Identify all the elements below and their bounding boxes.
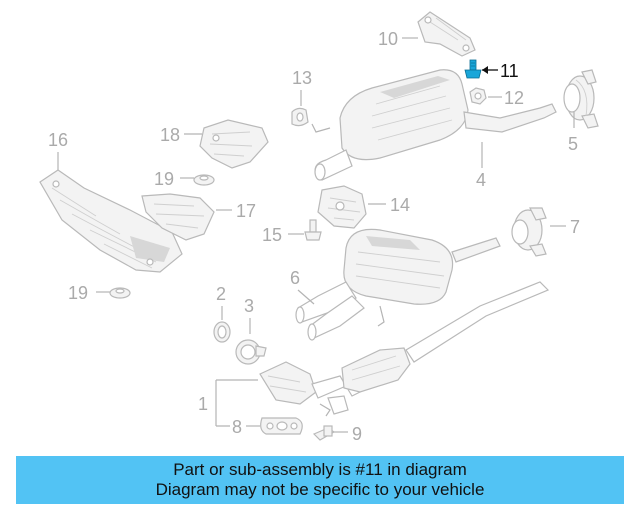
part-2-gasket [213,321,231,343]
part-17-heat-shield [141,193,215,241]
label-18: 18 [160,125,180,145]
part-1-catalytic-converter [259,347,411,417]
exhaust-parts-diagram: 10 11 12 13 4 5 [39,11,599,444]
label-19-upper: 19 [154,169,174,189]
part-16-heat-shield [39,169,183,273]
label-11: 11 [500,61,519,81]
part-6-front-muffler [295,228,501,341]
label-1: 1 [198,394,208,414]
label-5: 5 [568,134,578,154]
label-17: 17 [236,201,256,221]
part-15-bolt [304,219,322,241]
label-2: 2 [216,284,226,304]
part-3-clamp [235,339,267,365]
label-13: 13 [292,68,312,88]
label-8: 8 [232,417,242,437]
banner-line-disclaimer: Diagram may not be specific to your vehi… [155,480,485,499]
label-16: 16 [48,130,68,150]
part-14-mount [317,185,367,229]
part-19-clip-lower [109,287,131,299]
label-12: 12 [504,88,524,108]
banner-line-part-number: Part or sub-assembly is #11 in diagram [173,460,467,479]
leader-1 [215,379,258,427]
part-18-bracket [199,119,269,169]
part-5-clamp [563,69,599,129]
label-19-lower: 19 [68,283,88,303]
part-4-rear-muffler [311,69,557,181]
leader-6 [297,289,315,305]
label-9: 9 [352,424,362,444]
label-14: 14 [390,195,410,215]
arrowhead-11 [482,66,488,74]
part-12-nut [469,87,487,105]
part-10-bracket [417,11,476,57]
part-7-clamp [511,207,547,257]
part-8-gasket [260,417,303,435]
part-9-sensor [312,425,336,441]
label-6: 6 [290,268,300,288]
label-3: 3 [244,296,254,316]
part-19-clip-upper [193,174,215,186]
label-10: 10 [378,29,398,49]
part-13-hanger [291,107,309,127]
part-11-bolt[interactable] [464,59,482,79]
label-4: 4 [476,170,486,190]
label-15: 15 [262,225,282,245]
info-banner: Part or sub-assembly is #11 in diagram D… [16,456,624,504]
label-7: 7 [570,217,580,237]
